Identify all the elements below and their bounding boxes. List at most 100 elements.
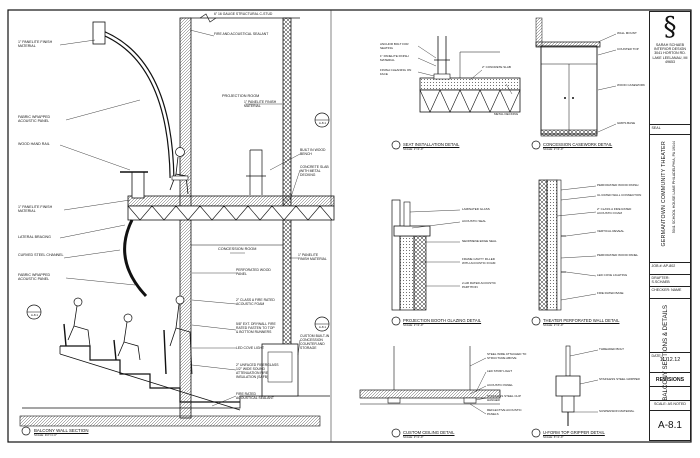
job-number: JOB #: AP-802 — [650, 262, 690, 274]
label-bench: BUILT IN WOOD BENCH — [300, 148, 326, 156]
callout-left: A-8.1 — [30, 313, 39, 317]
detail-marker-0 — [21, 426, 31, 436]
glazing-label-2: NEOPRENE EDGE SEAL — [462, 239, 497, 243]
callout-right-lower: A-8.1 — [318, 325, 327, 329]
wall-label-1: UL RATED WALL CONNECTION — [597, 193, 642, 197]
title-text: SEAT INSTALLATION DETAIL — [403, 142, 460, 147]
casework-label-0: WALL MOUNT — [617, 31, 637, 35]
wall-label-4: PERFORATED WOOD PANEL — [597, 253, 639, 257]
designer-name: SARAH SCHAEB INTERIOR DESIGN — [654, 43, 686, 52]
wall-label-3: VERTICAL REVEAL — [597, 229, 625, 233]
wall-label-0: PERFORATED WOOD FINISH — [597, 183, 639, 187]
detail-marker-4 — [531, 316, 541, 326]
balcony-wall-section — [19, 13, 335, 427]
detail-markers — [21, 140, 541, 438]
title-text: BALCONY WALL SECTION — [34, 428, 89, 433]
casework-label-2: WOOD CASEWORK — [617, 83, 646, 87]
label-panelite-concession: 1" PANELITE FINISH MATERIAL — [298, 253, 327, 261]
seat-label-4: METAL DECKING — [494, 112, 519, 116]
ceiling-label-2: ACOUSTIC PANEL — [487, 383, 513, 387]
detail-marker-2 — [531, 140, 541, 150]
label-slab: CONCRETE SLAB WITH METAL DECKING — [300, 165, 329, 177]
project-name: GERMANTOWN COMMUNITY THEATER — [661, 141, 667, 247]
label-insulation: 2" UNFACED FIBERGLASS 1/2" WIDE SOUND AT… — [236, 363, 279, 379]
title-text: CONCESSION CASEWORK DETAIL — [543, 142, 613, 147]
label-concession-room: CONCESSION ROOM — [218, 247, 257, 251]
title-perforated-wall: THEATER PERFORATED WALL DETAIL SCALE: 1"… — [543, 318, 619, 327]
label-curved-steel: CURVED STEEL CHANNEL — [18, 253, 64, 257]
designer-logo: § — [663, 12, 677, 42]
gripper-label-1: STAINLESS STEEL GRIPPER — [599, 377, 640, 381]
title-glazing: PROJECTION BOOTH GLAZING DETAIL SCALE: 1… — [403, 318, 481, 327]
wall-label-2: 2" CLASS A FIRE RATED ACOUSTIC FOAM — [597, 207, 632, 215]
seat-installation-detail — [417, 36, 521, 113]
glazing-label-3: FRAME CAVITY FILLED WITH ACOUSTIC FOAM — [462, 257, 496, 265]
date-label: DATE: — [651, 354, 662, 358]
sheet-border — [7, 9, 692, 443]
ceiling-label-3: STAINLESS STEEL CLIP HANGER — [487, 394, 521, 402]
title-ceiling: CUSTOM CEILING DETAIL SCALE: 3"=1'-0" — [403, 430, 455, 439]
title-scale: SCALE: 1"=1'-0" — [403, 323, 424, 327]
seat-label-2: FINISH CLEANING ON FACE — [380, 68, 412, 76]
wall-label-6: FIRE RATED BASE — [597, 291, 624, 295]
glazing-label-1: ACOUSTIC SEAL — [462, 219, 487, 223]
date-value: 11.12.12 — [659, 357, 681, 364]
ceiling-label-4: REFLECTIVE ACOUSTIC PANELS — [487, 408, 522, 416]
title-text: CUSTOM CEILING DETAIL — [403, 430, 455, 435]
title-scale: SCALE: 3/4"=1'-0" — [34, 433, 57, 437]
label-drywall: 5/8" EXT. DRYWALL FIRE RATED FASTEN TO T… — [236, 322, 276, 334]
date-box: DATE: 11.12.12 — [650, 352, 690, 372]
scale-note: SCALE: AS NOTED — [650, 400, 690, 410]
title-casework: CONCESSION CASEWORK DETAIL SCALE: 1"=1'-… — [543, 142, 612, 151]
title-block: § SARAH SCHAEB INTERIOR DESIGN 3041 HORT… — [649, 11, 691, 441]
title-scale: SCALE: 1"=1'-0" — [403, 147, 424, 151]
label-lateral-bracing: LATERAL BRACING — [18, 235, 51, 239]
gripper-detail — [555, 345, 599, 426]
left-leaders — [59, 39, 141, 286]
designer-info: SARAH SCHAEB INTERIOR DESIGN 3041 HORTON… — [650, 42, 690, 72]
wall-label-5: LED COVE LIGHTING — [597, 273, 628, 277]
ceiling-label-1: LED STRIP LIGHT — [487, 369, 513, 373]
label-perforated-panel: PERFORATED WOOD PANEL — [236, 268, 271, 276]
seat-label-1: 1" PANELITE FINISH MATERIAL — [380, 54, 409, 62]
revision-blank — [650, 386, 690, 400]
label-sealant: FIRE AND ACOUSTICAL SEALANT — [214, 32, 269, 36]
seat-label-0: ANCHOR BOLT FOR SEATING — [380, 42, 409, 50]
glazing-label-4: 2-HR RATED ACOUSTIC PARTITION — [462, 281, 496, 289]
label-counter: CUSTOM BUILT-IN CONCESSION COUNTER AND S… — [300, 334, 330, 350]
title-text: THEATER PERFORATED WALL DETAIL — [543, 318, 620, 323]
title-gripper: U-FORM TOP GRIPPER DETAIL SCALE: 6"=1'-0… — [543, 430, 605, 439]
ceiling-label-0: STEEL WIRE ATTACHED TO STRUCTURE ABOVE — [487, 352, 527, 360]
center-leaders — [189, 29, 301, 407]
label-fabric-panel-bottom: FABRIC WRAPPED ACOUSTIC PANEL — [18, 273, 51, 282]
revisions: REVISIONS — [650, 372, 690, 386]
concession-casework-detail — [535, 17, 617, 137]
label-fire-sealant: FIRE RATED ACOUSTICAL SEALANT — [236, 392, 274, 400]
title-scale: SCALE: 3"=1'-0" — [403, 435, 424, 439]
casework-label-3: GRIPS BASE — [617, 121, 636, 125]
label-wood-hand-rail: WOOD HAND RAIL — [18, 142, 50, 146]
glazing-label-0: LAMINATED GLASS — [462, 207, 490, 211]
label-panelite-mid: 1" PANELITE FINISH MATERIAL — [18, 205, 53, 214]
label-fabric-panel-top: FABRIC WRAPPED ACOUSTIC PANEL — [18, 115, 51, 124]
title-seat-installation: SEAT INSTALLATION DETAIL SCALE: 1"=1'-0" — [403, 142, 459, 151]
casework-label-1: COUNTER TOP — [617, 47, 639, 51]
label-acoustic-foam: 2" CLASS A FIRE RATED ACOUSTIC FOAM — [236, 298, 275, 306]
gripper-label-2: SUSPENSION MATERIAL — [599, 409, 635, 413]
perforated-wall-detail — [538, 179, 597, 311]
drafter: DRAFTER: S.SCHAEB — [650, 274, 690, 286]
label-led-cove: LED COVE LIGHT — [236, 346, 265, 350]
project-box: GERMANTOWN COMMUNITY THEATER 5041 SCHOOL… — [650, 134, 690, 262]
seal-box: SEAL — [650, 124, 690, 134]
seat-label-3: 2" CONCRETE SLAB — [482, 65, 511, 69]
detail-marker-1 — [391, 140, 401, 150]
title-scale: SCALE: 1"=1'-0" — [543, 147, 564, 151]
sheet-title-box: BALCONY SECTIONS & DETAILS — [650, 298, 690, 401]
label-panelite-booth: 1" PANELITE FINISH MATERIAL — [244, 100, 277, 108]
sheet-number: A-8.1 — [650, 410, 690, 441]
title-balcony-section: BALCONY WALL SECTION SCALE: 3/4"=1'-0" — [34, 428, 89, 437]
title-scale: SCALE: 6"=1'-0" — [543, 435, 564, 439]
ceiling-detail — [359, 346, 501, 415]
